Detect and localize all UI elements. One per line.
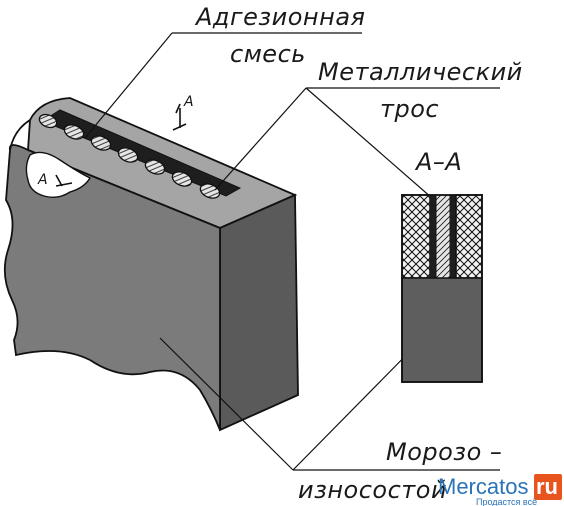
block-torn-edge [9,119,31,151]
label-frost-line2: износостой [298,476,447,504]
section-view [401,194,483,383]
section-rope-right [450,195,456,278]
section-lower-body [401,277,483,383]
label-adhesive-line1: Адгезионная [194,3,365,31]
label-section-title: А–А [414,148,462,176]
leader-adhesive [84,32,173,139]
watermark-domain: ru [536,474,558,499]
section-hatched-left [401,194,431,279]
block-front-face [3,144,221,431]
watermark-brand: Mercatos [438,474,528,499]
rope-ends [38,113,221,199]
section-marker-top [172,103,187,131]
block-side-face [219,193,299,432]
rope-end [90,135,112,151]
rope-end [171,171,193,187]
label-frost-line1: Морозо – [386,438,502,466]
mercatos-watermark: Mercatos ru Продастся всё [438,474,562,506]
label-cable-line1: Металлический [318,58,523,86]
leader-frost-block [159,337,294,471]
section-outline [401,194,483,383]
rope-end [38,113,58,129]
rope-end [63,124,85,140]
rope-end [117,147,139,163]
leader-cable-block [214,87,307,191]
watermark-domain-badge [534,474,562,500]
frost-resistant-block [3,97,299,432]
leader-cable-section [305,87,441,206]
section-rope-left [430,195,436,278]
rope-end [199,183,221,199]
rope-end [144,159,166,175]
watermark-tagline: Продастся всё [476,497,537,506]
section-rope-core [435,194,451,279]
label-adhesive-line2: смесь [230,40,306,68]
section-cut-patch [25,151,91,199]
section-marker-top-label: А [183,94,194,110]
label-cable-line2: трос [380,95,439,123]
section-hatched-right [455,194,483,279]
leader-lines [84,32,500,471]
section-marker-left [55,174,73,187]
section-marker-left-label: А [37,172,48,188]
